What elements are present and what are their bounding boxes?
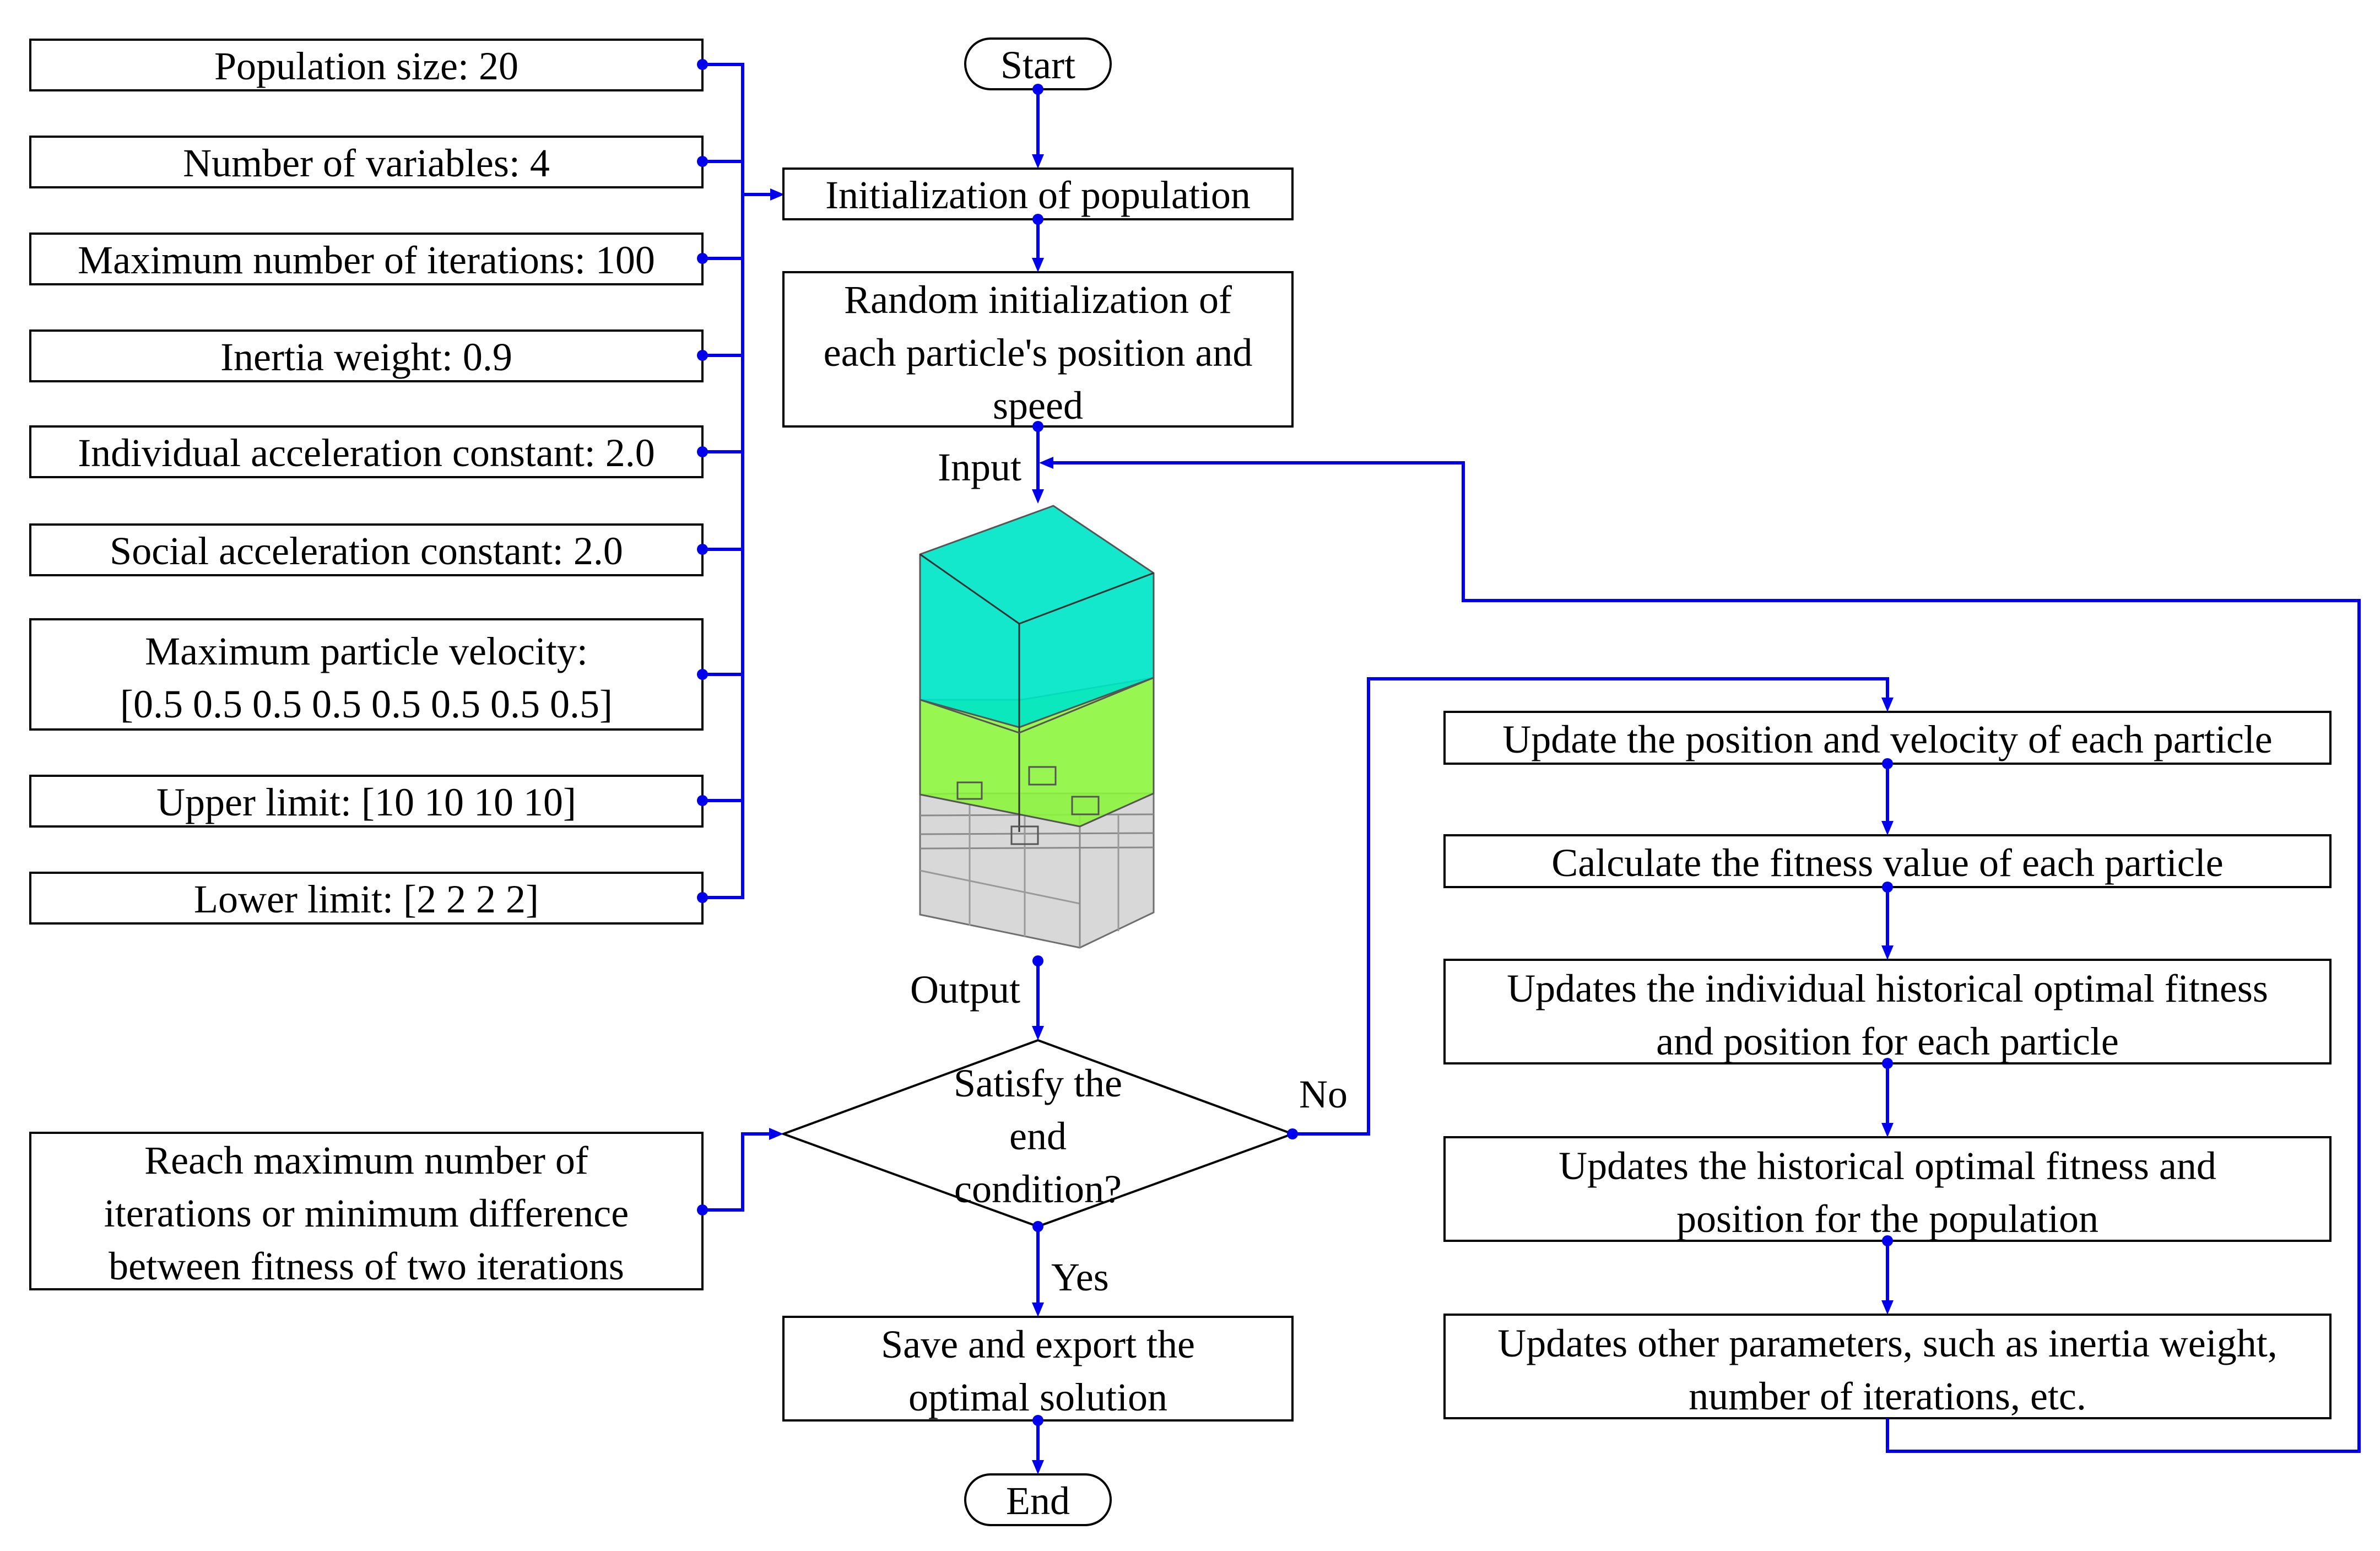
update-loop-connectors <box>1039 457 2361 1453</box>
calculate-fitness-label: Calculate the fitness value of each part… <box>1551 841 2223 885</box>
parameter-list: Population size: 20 Number of variables:… <box>29 39 704 925</box>
param-box-number-of-variables <box>29 136 704 188</box>
random-init-line-2: each particle's position and <box>824 331 1253 375</box>
param-social-acceleration: Social acceleration constant: 2.0 <box>110 529 623 573</box>
parameter-bus-connector <box>697 59 785 903</box>
no-label: No <box>1299 1072 1348 1116</box>
end-condition-line-2: iterations or minimum difference <box>104 1191 629 1235</box>
init-population-box <box>782 167 1294 220</box>
random-init-box <box>782 271 1294 428</box>
end-condition-line-1: Reach maximum number of <box>144 1138 588 1182</box>
update-other-parameters-line-1: Updates other parameters, such as inerti… <box>1497 1321 2278 1365</box>
param-box-upper-limit <box>29 775 704 828</box>
param-box-max-velocity <box>29 618 704 731</box>
init-population-label: Initialization of population <box>825 173 1251 217</box>
param-box-max-iterations <box>29 233 704 285</box>
update-population-optimum-box <box>1443 1136 2332 1242</box>
output-label: Output <box>910 968 1020 1012</box>
param-max-velocity-line-2: [0.5 0.5 0.5 0.5 0.5 0.5 0.5 0.5] <box>120 682 613 726</box>
param-population-size: Population size: 20 <box>214 44 518 88</box>
building-model-illustration <box>919 505 1155 949</box>
decision-line-2: end <box>1009 1114 1067 1158</box>
random-init-line-1: Random initialization of <box>844 278 1232 322</box>
param-box-population-size <box>29 39 704 91</box>
main-flow-connectors <box>1032 84 1044 1474</box>
update-position-velocity-label: Update the position and velocity of each… <box>1502 717 2273 761</box>
update-population-optimum-line-1: Updates the historical optimal fitness a… <box>1559 1144 2216 1188</box>
yes-label: Yes <box>1051 1255 1109 1299</box>
main-flow: Start Initialization of population Rando… <box>780 37 1348 1526</box>
calculate-fitness-box <box>1443 834 2332 888</box>
param-box-lower-limit <box>29 872 704 925</box>
update-position-velocity-box <box>1443 711 2332 765</box>
save-export-line-1: Save and export the <box>881 1322 1195 1366</box>
update-individual-optimum-line-2: and position for each particle <box>1656 1019 2119 1063</box>
update-individual-optimum-line-1: Updates the individual historical optima… <box>1507 966 2268 1010</box>
update-population-optimum-line-2: position for the population <box>1676 1197 2098 1241</box>
input-label: Input <box>938 445 1021 489</box>
update-other-parameters-line-2: number of iterations, etc. <box>1689 1374 2086 1418</box>
param-max-velocity-line-1: Maximum particle velocity: <box>145 629 588 673</box>
start-label: Start <box>1000 43 1075 87</box>
end-label: End <box>1006 1479 1070 1523</box>
save-export-line-2: optimal solution <box>908 1375 1167 1419</box>
decision-line-1: Satisfy the <box>954 1061 1122 1105</box>
end-condition-line-3: between fitness of two iterations <box>109 1244 624 1288</box>
param-upper-limit: Upper limit: [10 10 10 10] <box>156 780 576 824</box>
param-number-of-variables: Number of variables: 4 <box>183 141 550 185</box>
end-condition-criteria: Reach maximum number of iterations or mi… <box>29 1128 783 1290</box>
param-individual-acceleration: Individual acceleration constant: 2.0 <box>78 431 655 475</box>
decision-line-3: condition? <box>954 1167 1122 1211</box>
param-box-individual-acceleration <box>29 425 704 478</box>
update-steps: Update the position and velocity of each… <box>1443 711 2332 1419</box>
random-init-line-3: speed <box>993 383 1083 428</box>
param-max-iterations: Maximum number of iterations: 100 <box>78 238 655 282</box>
param-lower-limit: Lower limit: [2 2 2 2] <box>194 877 539 921</box>
update-other-parameters-box <box>1443 1314 2332 1419</box>
end-condition-box <box>29 1132 704 1290</box>
param-box-social-acceleration <box>29 523 704 576</box>
param-inertia-weight: Inertia weight: 0.9 <box>220 335 512 379</box>
